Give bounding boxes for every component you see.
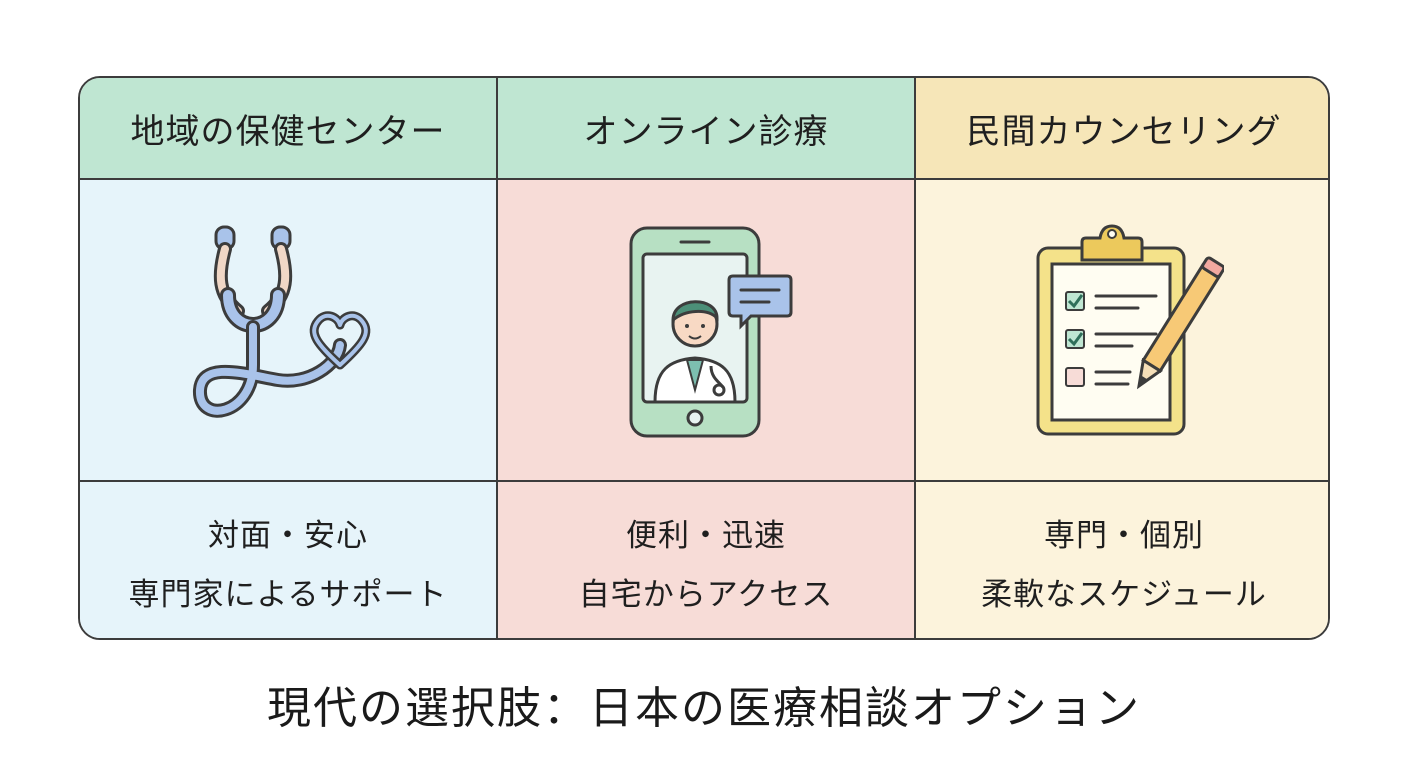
options-comparison-table: 地域の保健センター オンライン診療 民間カウンセリング <box>78 76 1330 640</box>
icon-cell-online <box>496 178 914 480</box>
desc-line-1: 便利・迅速 <box>625 518 786 554</box>
header-cell-private: 民間カウンセリング <box>914 78 1328 178</box>
header-cell-online: オンライン診療 <box>496 78 914 178</box>
figure-caption: 現代の選択肢：日本の医療相談オプション <box>267 683 1141 734</box>
desc-line-2: 専門家によるサポート <box>128 577 448 613</box>
desc-line-2: 柔軟なスケジュール <box>981 577 1267 613</box>
smartphone-doctor-icon <box>629 226 793 438</box>
desc-health-center: 対面・安心 専門家によるサポート <box>128 510 447 614</box>
icon-cell-health-center <box>80 178 496 480</box>
desc-cell-online: 便利・迅速 自宅からアクセス <box>496 480 914 638</box>
header-online-consultation: オンライン診療 <box>583 111 829 152</box>
header-private-counseling: 民間カウンセリング <box>966 111 1282 152</box>
desc-line-1: 専門・個別 <box>1044 518 1204 554</box>
desc-online: 便利・迅速 自宅からアクセス <box>579 510 833 614</box>
header-cell-health-center: 地域の保健センター <box>80 78 496 178</box>
desc-line-2: 自宅からアクセス <box>578 577 834 613</box>
desc-private: 専門・個別 柔軟なスケジュール <box>981 510 1267 614</box>
desc-cell-health-center: 対面・安心 専門家によるサポート <box>80 480 496 638</box>
desc-line-1: 対面・安心 <box>207 518 368 554</box>
desc-cell-private: 専門・個別 柔軟なスケジュール <box>914 480 1328 638</box>
stethoscope-heart-icon <box>193 225 371 418</box>
icon-cell-private <box>914 178 1328 480</box>
clipboard-checklist-icon <box>1036 224 1224 436</box>
header-health-center: 地域の保健センター <box>130 111 446 152</box>
